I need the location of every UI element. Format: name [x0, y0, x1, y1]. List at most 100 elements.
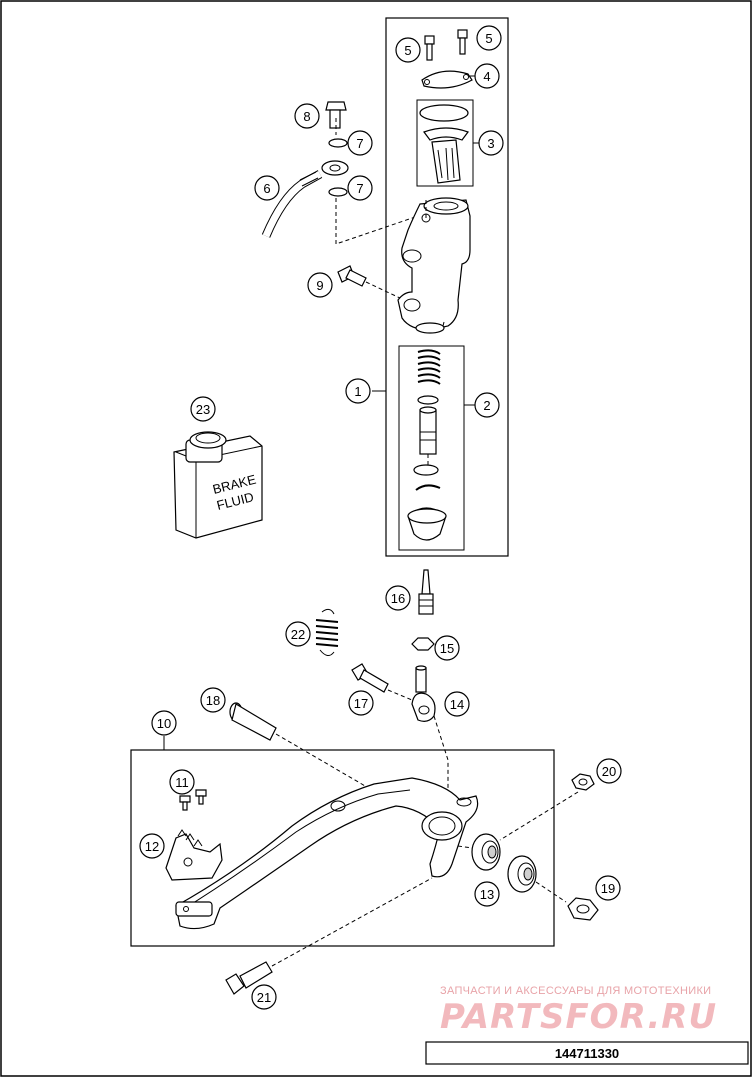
- callout-circle: [251, 984, 277, 1010]
- washer-part-7a: [328, 138, 348, 148]
- callout-circle: [345, 378, 371, 404]
- callout-c21: 21: [251, 984, 277, 1010]
- pivot-bolt-part-18: [229, 702, 277, 741]
- step-plate-part-12: [165, 829, 223, 881]
- callout-circle: [347, 175, 373, 201]
- piston-kit-part-2: [407, 349, 447, 541]
- push-rod-part-16: [418, 569, 434, 615]
- callout-circle: [474, 63, 500, 89]
- callout-c14: 14: [444, 691, 470, 717]
- callout-c4: 4: [474, 63, 500, 89]
- callout-number: 18: [206, 693, 220, 708]
- diagram-code: 144711330: [555, 1046, 619, 1061]
- callout-circle: [474, 392, 500, 418]
- callout-c11: 11: [169, 769, 195, 795]
- callout-number: 7: [356, 136, 363, 151]
- clevis-part-14: [411, 665, 436, 722]
- callout-number: 17: [354, 696, 368, 711]
- callout-number: 2: [483, 398, 490, 413]
- callout-number: 3: [487, 136, 494, 151]
- screw-part-5b: [457, 29, 468, 55]
- callout-number: 22: [291, 627, 305, 642]
- bearing-part-13b: [507, 855, 537, 893]
- callout-c3: 3: [478, 130, 504, 156]
- callout-circle: [294, 103, 320, 129]
- callout-number: 12: [145, 839, 159, 854]
- banjo-bolt-part-8: [325, 101, 347, 129]
- assembly-box-1: [385, 17, 509, 557]
- callout-number: 20: [602, 764, 616, 779]
- callout-circle: [307, 272, 333, 298]
- callout-circle: [151, 710, 177, 736]
- callout-c20: 20: [596, 758, 622, 784]
- callout-c12: 12: [139, 833, 165, 859]
- diaphragm-part-3: [419, 104, 469, 184]
- callout-number: 13: [480, 887, 494, 902]
- callout-number: 11: [175, 775, 189, 790]
- callout-number: 6: [263, 181, 270, 196]
- callout-circle: [385, 585, 411, 611]
- callout-number: 21: [257, 990, 271, 1005]
- nut-part-19: [567, 897, 599, 921]
- callout-number: 5: [404, 43, 411, 58]
- assembly-box-10: [130, 749, 555, 947]
- callout-circle: [348, 690, 374, 716]
- callout-circle: [169, 769, 195, 795]
- bolt-part-9: [337, 265, 367, 287]
- callout-number: 23: [196, 402, 210, 417]
- callout-c16: 16: [385, 585, 411, 611]
- watermark-logo: PARTSFOR.RU: [440, 997, 717, 1037]
- callout-circle: [139, 833, 165, 859]
- callout-circle: [476, 25, 502, 51]
- assembly-box-2: [398, 345, 465, 551]
- bearing-part-13a: [471, 833, 501, 871]
- callout-c10: 10: [151, 710, 177, 736]
- brake-lever-part-10: [175, 777, 479, 930]
- callout-circle: [285, 621, 311, 647]
- spring-part-22: [315, 608, 339, 656]
- callout-circle: [444, 691, 470, 717]
- callout-number: 16: [391, 591, 405, 606]
- nut-part-15: [411, 637, 435, 651]
- callout-c22: 22: [285, 621, 311, 647]
- bolt-part-17: [351, 663, 389, 693]
- callout-circle: [190, 396, 216, 422]
- callout-number: 1: [354, 384, 361, 399]
- callout-circle: [395, 37, 421, 63]
- callout-c9: 9: [307, 272, 333, 298]
- callout-number: 8: [303, 109, 310, 124]
- callout-circle: [434, 635, 460, 661]
- watermark-tagline: ЗАПЧАСТИ И АКСЕССУАРЫ ДЛЯ МОТОТЕХНИКИ: [440, 985, 711, 997]
- cover-part-4: [421, 70, 473, 89]
- bolt-part-21: [225, 961, 273, 995]
- callout-number: 4: [483, 69, 490, 84]
- callout-circle: [254, 175, 280, 201]
- callout-c23: 23: [190, 396, 216, 422]
- dash-hose-to-cylinder: [335, 198, 425, 245]
- callout-number: 19: [601, 881, 615, 896]
- callout-c17: 17: [348, 690, 374, 716]
- bolts-part-11: [179, 789, 207, 811]
- callout-number: 9: [316, 278, 323, 293]
- callout-c1: 1: [345, 378, 371, 404]
- callout-number: 10: [157, 716, 171, 731]
- callout-c8: 8: [294, 103, 320, 129]
- screw-part-5a: [424, 35, 435, 61]
- brake-hose-part-6: [261, 160, 349, 238]
- callout-number: 7: [356, 181, 363, 196]
- callout-c5a: 5: [395, 37, 421, 63]
- callout-c7b: 7: [347, 175, 373, 201]
- callout-circle: [596, 758, 622, 784]
- callout-circle: [200, 687, 226, 713]
- callout-c5b: 5: [476, 25, 502, 51]
- callout-number: 14: [450, 697, 464, 712]
- callout-circle: [478, 130, 504, 156]
- callout-c13: 13: [474, 881, 500, 907]
- master-cylinder-body: [397, 197, 471, 334]
- callout-c7a: 7: [347, 130, 373, 156]
- callout-number: 5: [485, 31, 492, 46]
- callout-circle: [595, 875, 621, 901]
- callout-c6: 6: [254, 175, 280, 201]
- brake-fluid-can-part-23: BRAKE FLUID: [173, 431, 263, 539]
